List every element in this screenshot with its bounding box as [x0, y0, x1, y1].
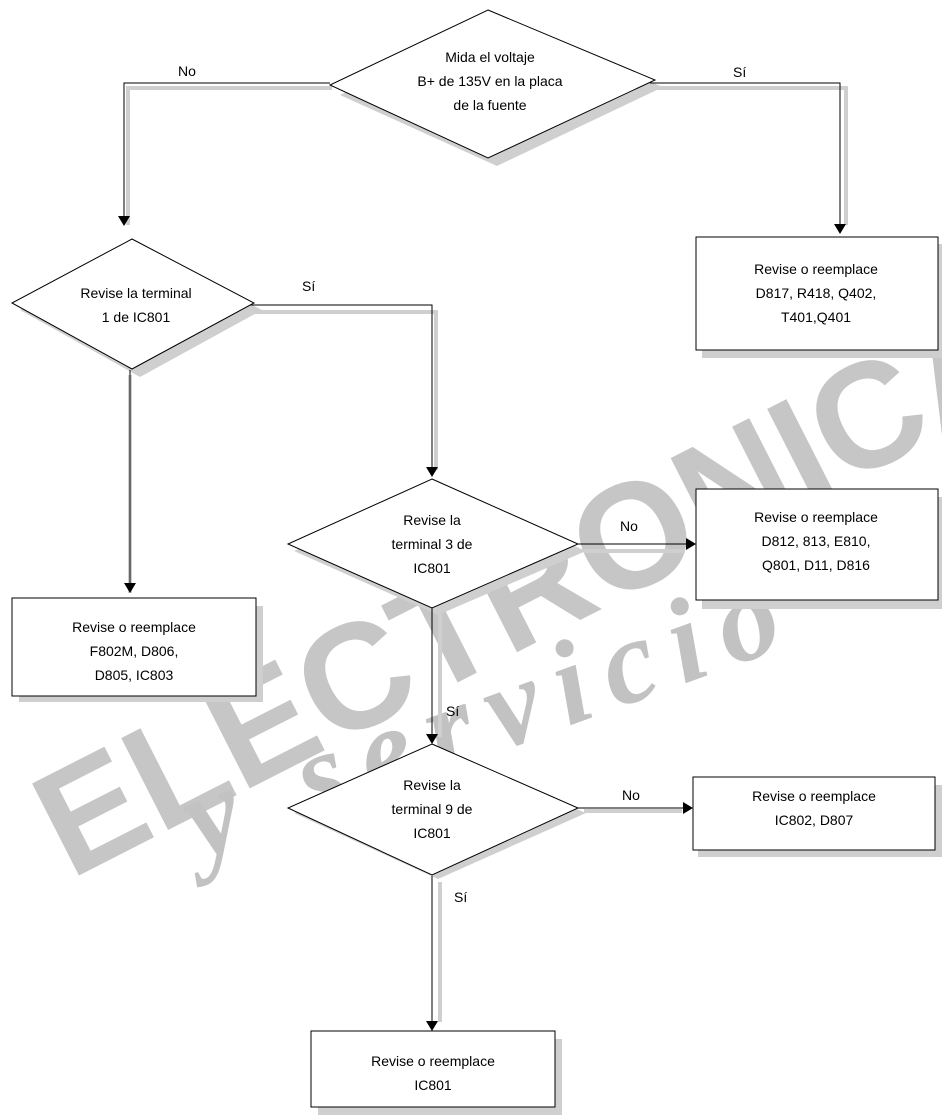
node-text-line: D805, IC803 — [95, 667, 174, 683]
node-text-line: Revise o reemplace — [72, 619, 196, 635]
node-text-line: T401,Q401 — [781, 309, 851, 325]
node-text-line: Revise o reemplace — [752, 788, 876, 804]
node-text-line: B+ de 135V en la placa — [417, 73, 562, 89]
decision-terminal-9: Revise la terminal 9 de IC801 — [286, 743, 580, 876]
node-text-line: IC802, D807 — [775, 812, 854, 828]
node-text-line: de la fuente — [453, 97, 526, 113]
node-text-line: Q801, D11, D816 — [762, 557, 870, 573]
node-text-line: Revise o reemplace — [371, 1053, 495, 1069]
edge-label-d3-no: No — [620, 518, 638, 534]
edges — [118, 82, 846, 1031]
decision-measure-voltage: Mida el voltaje B+ de 135V en la placa d… — [328, 9, 657, 159]
action-box-d812: Revise o reemplace D812, 813, E810, Q801… — [695, 488, 939, 601]
edge-d2-si — [250, 304, 438, 477]
action-box-ic801: Revise o reemplace IC801 — [310, 1030, 556, 1108]
node-text-line: D812, 813, E810, — [762, 533, 871, 549]
node-text-line: terminal 3 de — [392, 536, 473, 552]
node-text-line: F802M, D806, — [90, 643, 179, 659]
node-text-line: IC801 — [414, 1077, 452, 1093]
node-text-line: Revise la — [403, 512, 461, 528]
action-box-ic802: Revise o reemplace IC802, D807 — [692, 776, 936, 851]
action-box-f802m: Revise o reemplace F802M, D806, D805, IC… — [11, 597, 257, 697]
node-text-line: IC801 — [413, 560, 451, 576]
edge-label-d4-si: Sí — [454, 889, 467, 905]
edge-label-d3-si: Sí — [446, 703, 459, 719]
edge-label-d2-si: Sí — [302, 278, 315, 294]
edge-label-d4-no: No — [622, 787, 640, 803]
action-box-d817: Revise o reemplace D817, R418, Q402, T40… — [695, 236, 939, 351]
edge-labels: No Sí Sí No Sí No Sí — [178, 63, 746, 905]
edge-d1-si — [650, 82, 846, 234]
node-text-line: terminal 9 de — [392, 801, 473, 817]
decision-terminal-1: Revise la terminal 1 de IC801 — [10, 238, 256, 370]
node-text-line: Revise o reemplace — [754, 261, 878, 277]
edge-d1-no — [118, 82, 330, 226]
node-text-line: Revise la — [403, 777, 461, 793]
node-text-line: Mida el voltaje — [445, 49, 535, 65]
decision-terminal-3: Revise la terminal 3 de IC801 — [286, 478, 580, 609]
node-text-line: Revise la terminal — [80, 285, 191, 301]
node-text-line: IC801 — [413, 825, 451, 841]
node-text-line: D817, R418, Q402, — [756, 285, 877, 301]
edge-label-d1-si: Sí — [733, 64, 746, 80]
node-text-line: 1 de IC801 — [102, 309, 171, 325]
edge-label-d1-no: No — [178, 63, 196, 79]
node-text-line: Revise o reemplace — [754, 509, 878, 525]
